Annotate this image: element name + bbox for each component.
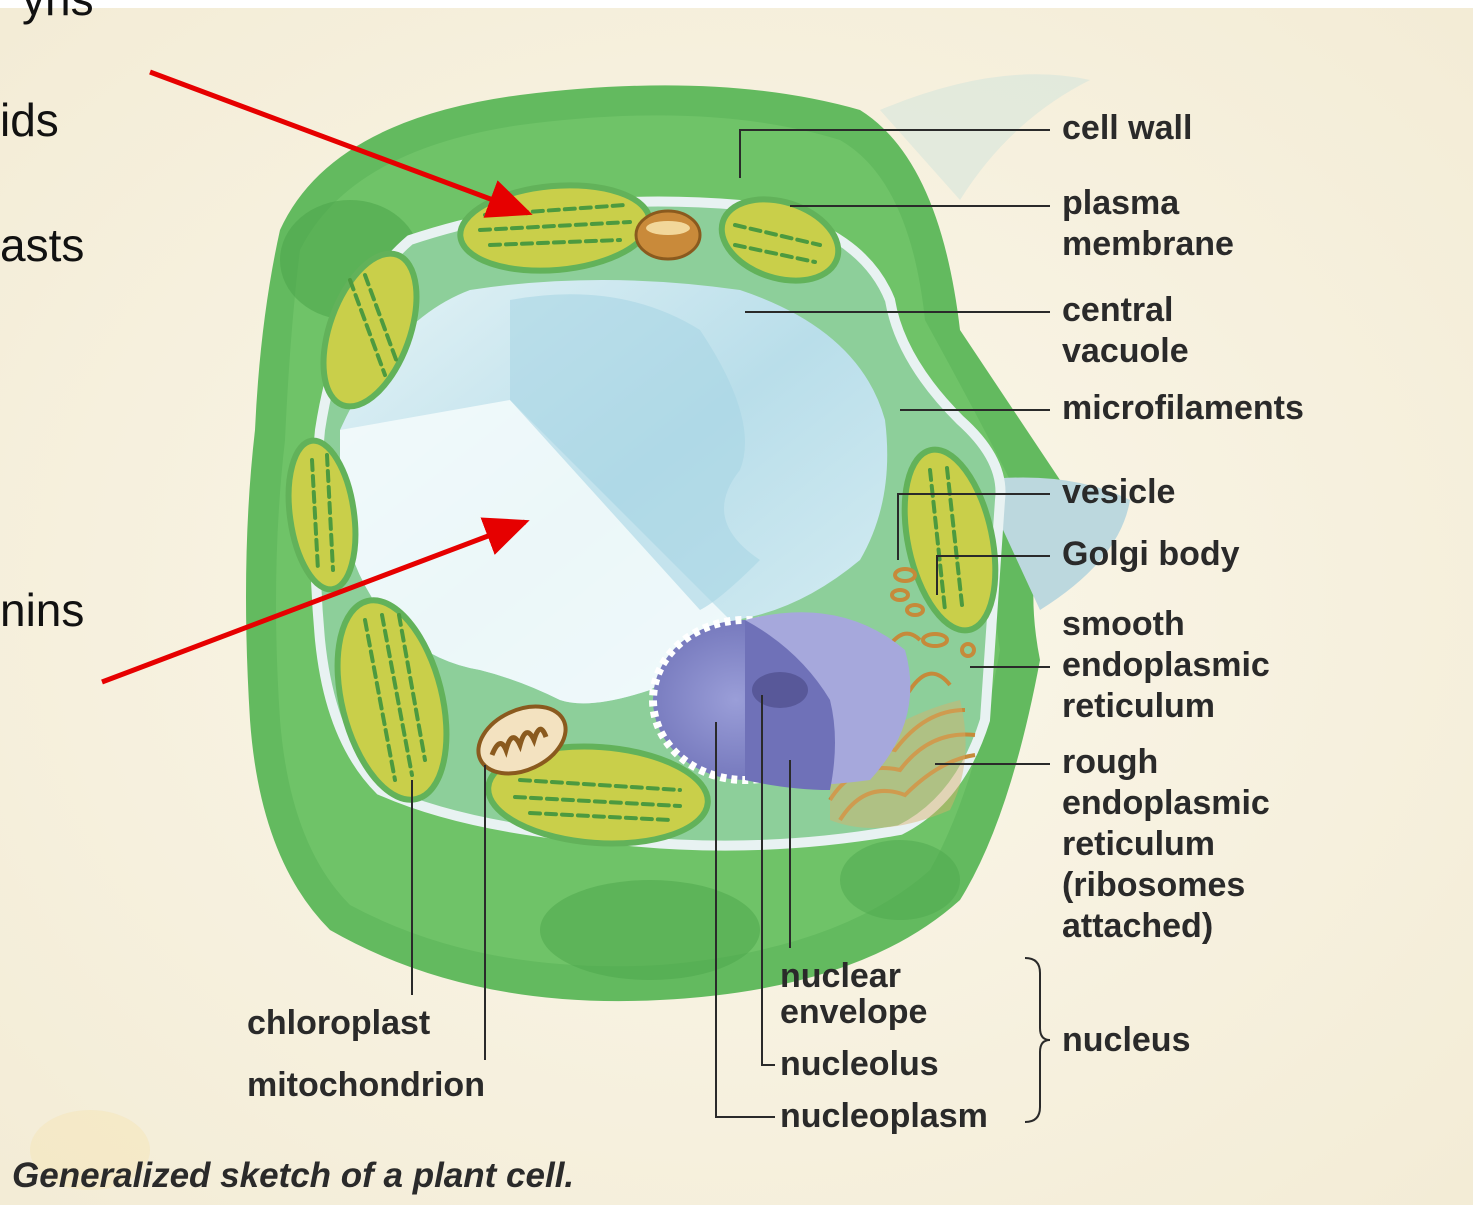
label-smooth-er-2: endoplasmic — [1062, 645, 1270, 686]
label-nucleoplasm: nucleoplasm — [780, 1096, 988, 1137]
label-mitochondrion: mitochondrion — [247, 1065, 485, 1106]
label-rough-er-2: endoplasmic — [1062, 783, 1270, 824]
nucleus-shape — [653, 612, 910, 790]
label-nuclear-envelope-1: nuclear — [780, 956, 901, 997]
label-golgi-body: Golgi body — [1062, 534, 1240, 575]
label-plasma-membrane-2: membrane — [1062, 224, 1234, 265]
label-vesicle: vesicle — [1062, 472, 1175, 513]
label-central-vacuole-2: vacuole — [1062, 331, 1189, 372]
label-rough-er-4: (ribosomes — [1062, 865, 1245, 906]
label-cell-wall: cell wall — [1062, 108, 1192, 149]
label-smooth-er-1: smooth — [1062, 604, 1185, 645]
label-nucleus: nucleus — [1062, 1020, 1190, 1061]
slide-fragment-4: nins — [0, 585, 84, 635]
label-smooth-er-3: reticulum — [1062, 686, 1215, 727]
label-chloroplast: chloroplast — [247, 1003, 430, 1044]
label-nucleolus: nucleolus — [780, 1044, 939, 1085]
label-rough-er-5: attached) — [1062, 906, 1213, 947]
slide-fragment-1: yhs — [22, 0, 94, 24]
label-plasma-membrane-1: plasma — [1062, 183, 1179, 224]
label-nuclear-envelope-2: envelope — [780, 992, 927, 1033]
label-rough-er-3: reticulum — [1062, 824, 1215, 865]
slide-fragment-2: ids — [0, 95, 59, 145]
label-microfilaments: microfilaments — [1062, 388, 1304, 429]
figure-caption: Generalized sketch of a plant cell. — [12, 1156, 574, 1196]
label-central-vacuole-1: central — [1062, 290, 1174, 331]
slide-fragment-3: asts — [0, 220, 84, 270]
label-rough-er-1: rough — [1062, 742, 1158, 783]
